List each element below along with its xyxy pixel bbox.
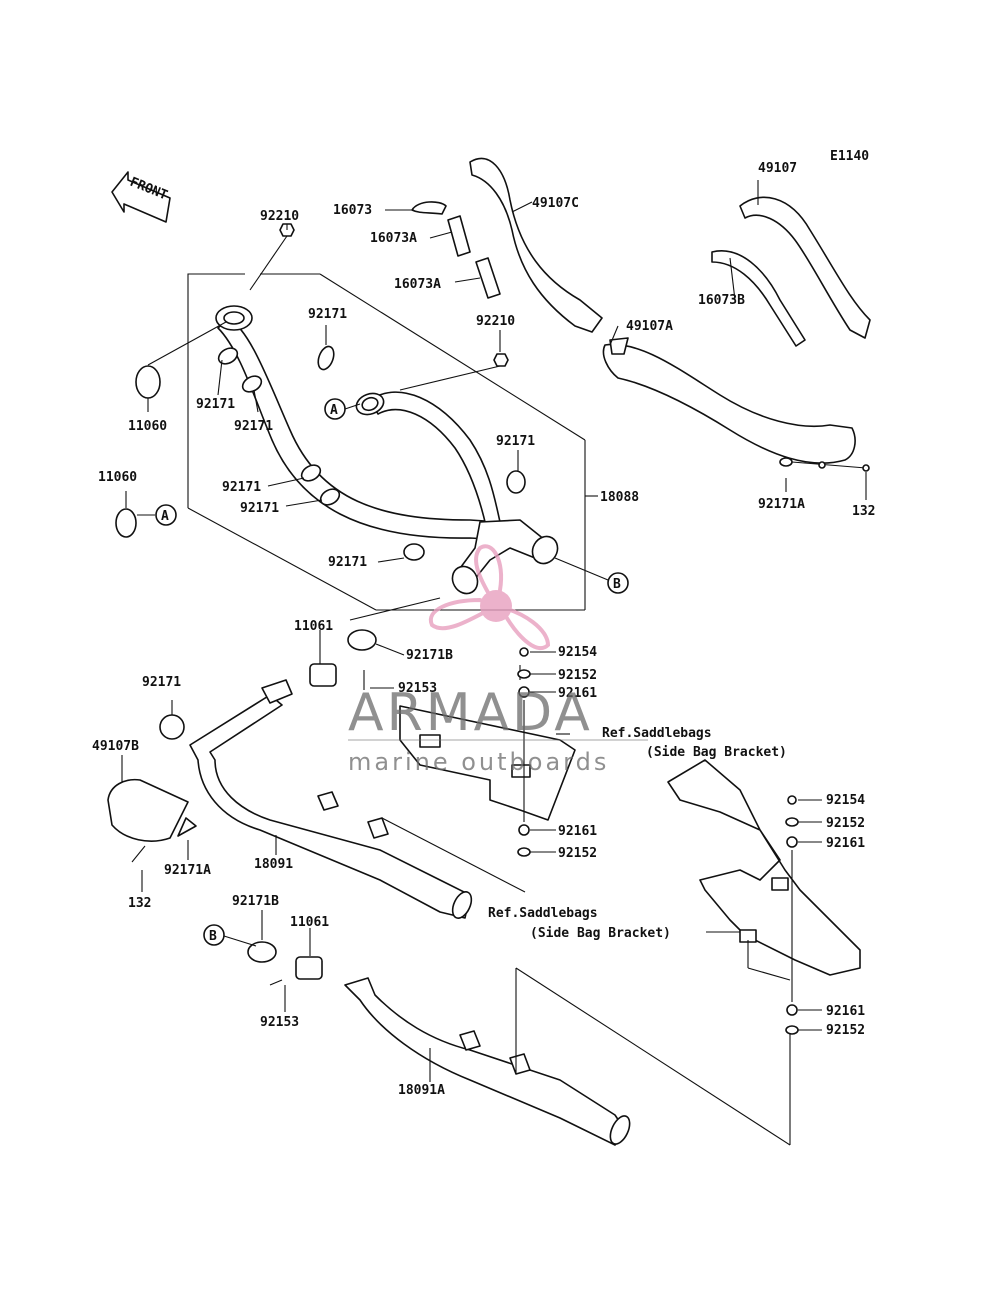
label-18091A: 18091A [398, 1083, 445, 1098]
label-49107C: 49107C [532, 196, 579, 211]
label-92153-b: 92153 [260, 1015, 299, 1030]
label-92171-f: 92171 [240, 501, 279, 516]
watermark: ARMADA marine outboards [348, 544, 648, 776]
label-92210-a: 92210 [260, 209, 299, 224]
heat-cover-49107A [602, 337, 870, 472]
label-92152-a: 92152 [558, 668, 597, 683]
svg-text:B: B [209, 929, 217, 944]
group-outline-18088 [187, 273, 598, 611]
label-92171B-a: 92171B [406, 648, 453, 663]
label-92152-b: 92152 [558, 846, 597, 861]
saddlebag-bracket-upper [399, 665, 576, 821]
label-92171B-b: 92171B [232, 894, 279, 909]
label-92210-b: 92210 [476, 314, 515, 329]
front-arrow-icon: FRONT [111, 171, 171, 223]
muffler-18091 [189, 679, 473, 919]
svg-text:(Side Bag Bracket): (Side Bag Bracket) [646, 745, 787, 760]
reference-saddlebag-lower: Ref.Saddlebags (Side Bag Bracket) [488, 906, 671, 941]
gasket-11060-b [115, 508, 137, 538]
saddlebag-bracket-lower [667, 759, 861, 981]
part-labels: 92210 16073 49107C 16073A 16073A 49107 1… [92, 161, 875, 1098]
muffler-18091A [344, 977, 631, 1146]
exhaust-pipe-18088 [215, 305, 559, 595]
svg-text:(Side Bag Bracket): (Side Bag Bracket) [530, 926, 671, 941]
label-92161-c: 92161 [826, 836, 865, 851]
label-92171A-i: 92171A [164, 863, 211, 878]
svg-text:Ref.Saddlebags: Ref.Saddlebags [602, 726, 712, 741]
label-92152-d: 92152 [826, 1023, 865, 1038]
heat-cover-49107 [711, 196, 871, 347]
label-92171-d: 92171 [496, 434, 535, 449]
label-16073A-1: 16073A [370, 231, 417, 246]
label-92171A-h: 92171A [758, 497, 805, 512]
label-92171-c: 92171 [234, 419, 273, 434]
label-18091: 18091 [254, 857, 293, 872]
label-16073A-2: 16073A [394, 277, 441, 292]
leader-lines [121, 180, 867, 1082]
diagram-code: E1140 [830, 149, 869, 164]
label-16073B: 16073B [698, 293, 745, 308]
label-92171-a: 92171 [308, 307, 347, 322]
label-92154-b: 92154 [826, 793, 865, 808]
callout-a-lower: A [155, 504, 177, 526]
label-11060-a: 11060 [128, 419, 167, 434]
label-92171-b: 92171 [196, 397, 235, 412]
callout-b-upper: B [607, 572, 629, 594]
svg-text:A: A [161, 509, 169, 524]
svg-text:A: A [330, 403, 338, 418]
label-49107: 49107 [758, 161, 797, 176]
svg-text:B: B [613, 577, 621, 592]
label-11060-b: 11060 [98, 470, 137, 485]
label-132-a: 132 [852, 504, 875, 519]
end-cap-49107B [107, 714, 197, 863]
callout-a-upper: A [324, 398, 346, 420]
label-49107A: 49107A [626, 319, 673, 334]
label-92152-c: 92152 [826, 816, 865, 831]
label-132-b: 132 [128, 896, 151, 911]
label-92153-a: 92153 [398, 681, 437, 696]
fastener-group [517, 647, 799, 1035]
label-92171-h: 92171 [142, 675, 181, 690]
heat-cover-49107C [411, 157, 603, 333]
reference-saddlebag-upper: Ref.Saddlebags (Side Bag Bracket) [602, 726, 787, 760]
watermark-brand: ARMADA [348, 683, 593, 743]
label-92161-d: 92161 [826, 1004, 865, 1019]
sleeve-clamp-lower [247, 941, 323, 986]
svg-text:Ref.Saddlebags: Ref.Saddlebags [488, 906, 598, 921]
label-16073: 16073 [333, 203, 372, 218]
label-11061-a: 11061 [294, 619, 333, 634]
callout-b-lower: B [203, 924, 225, 946]
label-92171-e: 92171 [222, 480, 261, 495]
label-92161-b: 92161 [558, 824, 597, 839]
sleeve-clamp-upper [309, 629, 377, 690]
label-92154-a: 92154 [558, 645, 597, 660]
label-18088: 18088 [600, 490, 639, 505]
label-92161-a: 92161 [558, 686, 597, 701]
muffler-outline [381, 817, 791, 1146]
label-49107B: 49107B [92, 739, 139, 754]
gasket-11060-a [135, 365, 161, 399]
label-11061-b: 11061 [290, 915, 329, 930]
label-92171-g: 92171 [328, 555, 367, 570]
propeller-logo-icon [428, 544, 551, 651]
watermark-tagline: marine outboards [348, 748, 609, 776]
